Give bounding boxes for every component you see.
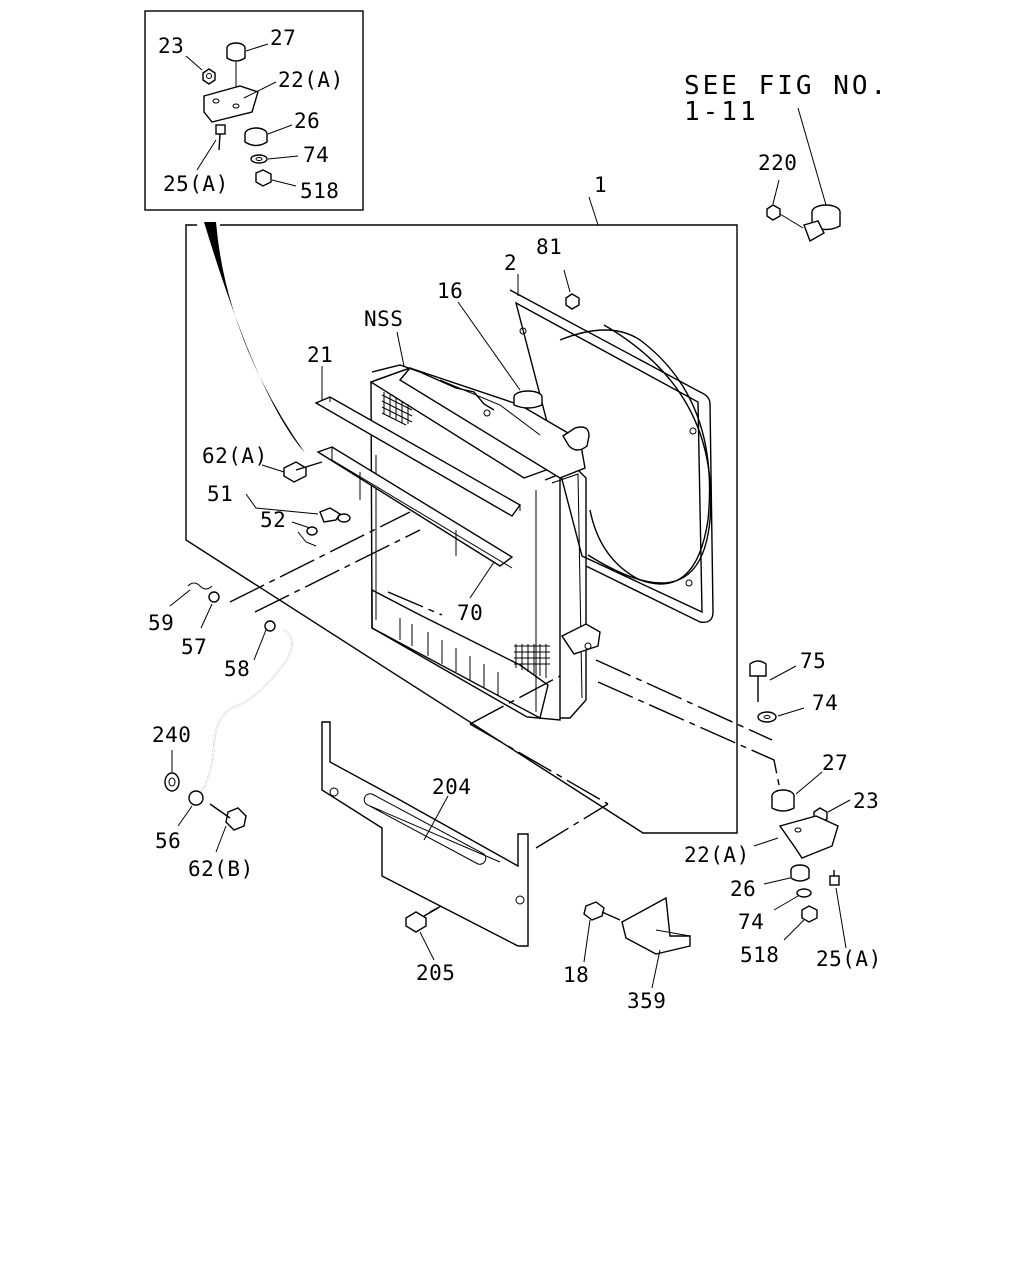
see-figure-reference: SEE FIG NO. 1-11 xyxy=(684,71,889,206)
callout-label: 74 xyxy=(303,143,329,167)
callout-label: 59 xyxy=(148,611,174,635)
clamp-240 xyxy=(164,772,180,792)
nut-220 xyxy=(766,204,781,221)
callout-label: 27 xyxy=(822,751,848,775)
inset-grommet-27 xyxy=(226,42,246,100)
washer-74-lower xyxy=(773,888,812,911)
bolt-62a xyxy=(261,461,323,483)
overflow-neck xyxy=(562,426,590,451)
callout-label: 74 xyxy=(738,910,764,934)
cushion-26-right xyxy=(763,864,810,885)
drain-pipe xyxy=(164,620,293,827)
callout-leaders xyxy=(321,274,521,599)
callout-label: 26 xyxy=(730,877,756,901)
callout-label: 518 xyxy=(740,943,779,967)
reference-line-2: 1-11 xyxy=(684,97,759,127)
callout-label: 518 xyxy=(300,179,339,203)
bolt-75 xyxy=(749,660,797,702)
callout-label: 27 xyxy=(270,26,296,50)
upper-bracket-nss xyxy=(371,364,495,411)
core-fins-bottom xyxy=(514,644,550,678)
callout-label: 70 xyxy=(457,601,483,625)
reference-line-1: SEE FIG NO. xyxy=(684,71,889,101)
drain-cock-51 xyxy=(245,493,351,547)
callout-label: 22(A) xyxy=(684,843,750,867)
callout-label: 18 xyxy=(563,963,589,987)
callout-label: 205 xyxy=(416,961,455,985)
callout-label: 204 xyxy=(432,775,471,799)
callout-label: 58 xyxy=(224,657,250,681)
inset-bracket-22a xyxy=(203,85,259,123)
hose-59 xyxy=(169,582,220,629)
callout-label: 57 xyxy=(181,635,207,659)
inset-washer-74 xyxy=(250,154,268,164)
callout-label: 56 xyxy=(155,829,181,853)
callout-label: 21 xyxy=(307,343,333,367)
callout-label: 75 xyxy=(800,649,826,673)
callout-label: 25(A) xyxy=(816,947,882,971)
callout-label: 25(A) xyxy=(163,172,229,196)
assembly-outline-1 xyxy=(185,196,738,834)
callout-label: 62(B) xyxy=(188,857,254,881)
callout-label: 62(A) xyxy=(202,444,268,468)
inset-bolt-25a xyxy=(215,124,226,151)
clip-57 xyxy=(208,591,220,603)
bolt-81 xyxy=(563,269,580,310)
grommet-56 xyxy=(188,790,204,806)
clamp-220 xyxy=(766,179,841,243)
clip-58 xyxy=(264,620,276,632)
washer-74-right xyxy=(757,707,805,723)
inset-detail: 23 27 22(A) 26 74 25(A) 518 xyxy=(144,10,364,211)
callout-label: 52 xyxy=(260,508,286,532)
side-bracket xyxy=(560,623,601,655)
inset-nut-518 xyxy=(255,169,272,187)
grommet-27-right xyxy=(771,771,823,812)
callout-label: 1 xyxy=(594,173,607,197)
callout-label: 51 xyxy=(207,482,233,506)
callout-label: 74 xyxy=(812,691,838,715)
lower-bracket-204 xyxy=(321,721,529,947)
bottom-tank-ribs xyxy=(399,618,499,696)
callout-label: 220 xyxy=(758,151,797,175)
bolt-25a-right xyxy=(829,870,847,949)
callout-label: 2 xyxy=(504,251,517,275)
bolt-18 xyxy=(583,901,605,921)
bolt-62b xyxy=(209,803,247,853)
callout-label: 22(A) xyxy=(278,68,344,92)
callout-label: 26 xyxy=(294,109,320,133)
seal-strip-21 xyxy=(314,396,522,517)
inset-nut-23 xyxy=(202,68,216,85)
callout-labels: 1 2 81 16 NSS 21 220 62(A) 51 52 59 57 5… xyxy=(148,151,882,1013)
callout-label: 23 xyxy=(853,789,879,813)
detail-pointer-arrow xyxy=(204,222,305,453)
callout-label: 23 xyxy=(158,34,184,58)
gasket-52 xyxy=(306,526,318,536)
callout-label: 81 xyxy=(536,235,562,259)
bracket-359 xyxy=(583,896,691,989)
bracket-22a-right xyxy=(753,815,839,859)
nut-518-right xyxy=(783,905,818,941)
core-fins-top xyxy=(381,392,413,426)
inset-frame xyxy=(144,10,364,211)
callout-label: 16 xyxy=(437,279,463,303)
callout-label: NSS xyxy=(364,307,403,331)
bolt-205 xyxy=(405,907,439,961)
callout-label: 240 xyxy=(152,723,191,747)
baffle-70 xyxy=(316,446,514,569)
callout-label: 359 xyxy=(627,989,666,1013)
